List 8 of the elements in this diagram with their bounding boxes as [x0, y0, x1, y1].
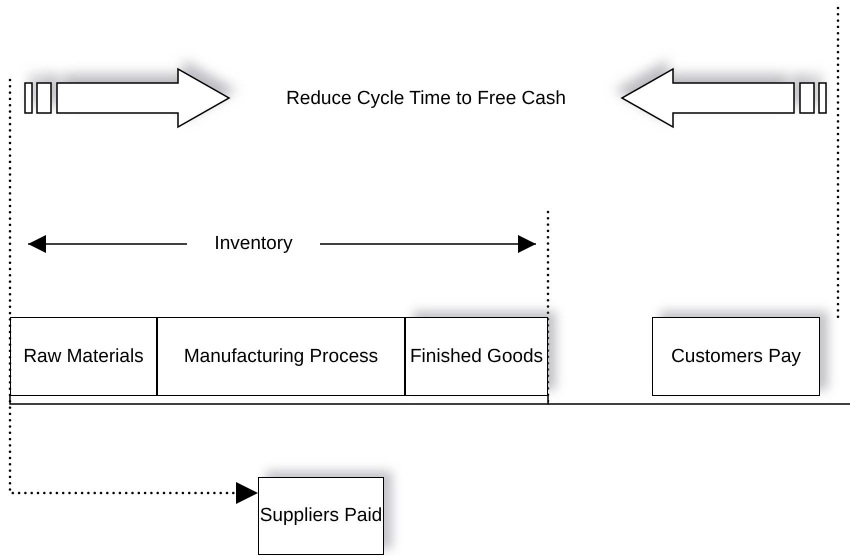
label-text: Inventory [213, 232, 294, 256]
process-box: Suppliers Paid [258, 477, 384, 555]
arrow [8, 78, 260, 504]
process-box: Manufacturing Process [157, 317, 405, 396]
label-text: Reduce Cycle Time to Free Cash [285, 87, 567, 111]
process-box: Customers Pay [652, 317, 820, 396]
process-box: Raw Materials [10, 317, 157, 396]
process-box: Finished Goods [405, 317, 548, 396]
